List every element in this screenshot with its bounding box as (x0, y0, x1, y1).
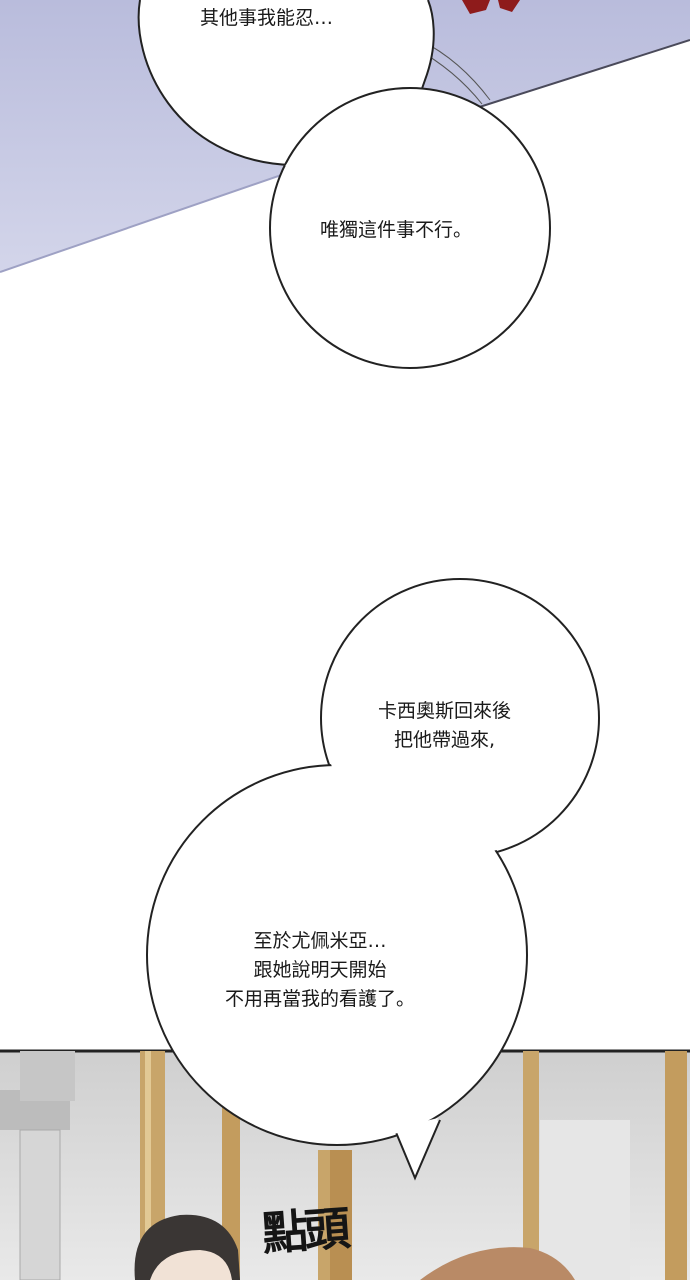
pillar (665, 1051, 687, 1280)
pillar (523, 1051, 539, 1280)
speech-line: 把他帶過來, (393, 729, 496, 751)
speech-line: 不用再當我的看護了。 (225, 988, 416, 1010)
sound-effect-text: 點頭 (260, 1201, 348, 1261)
speech-bubble-bottom (146, 578, 600, 1181)
speech-line: 至於尤佩米亞… (253, 930, 387, 952)
pillar (318, 1150, 332, 1280)
speech-text-1: 其他事我能忍… (200, 4, 333, 33)
speech-text-3: 卡西奧斯回來後 把他帶過來, (378, 697, 511, 755)
red-brush-mark (462, 0, 520, 14)
speech-text-2: 唯獨這件事不行。 (320, 216, 472, 245)
speech-line: 跟她說明天開始 (253, 959, 387, 981)
pillar (330, 1150, 352, 1280)
speech-line: 卡西奧斯回來後 (378, 700, 512, 722)
character-head-brown-hair (420, 1247, 575, 1280)
speech-bubble-top (137, 0, 551, 369)
speech-line: 其他事我能忍… (200, 7, 334, 29)
speech-line: 唯獨這件事不行。 (320, 219, 473, 241)
speech-text-4: 至於尤佩米亞… 跟她說明天開始 不用再當我的看護了。 (225, 927, 415, 1014)
